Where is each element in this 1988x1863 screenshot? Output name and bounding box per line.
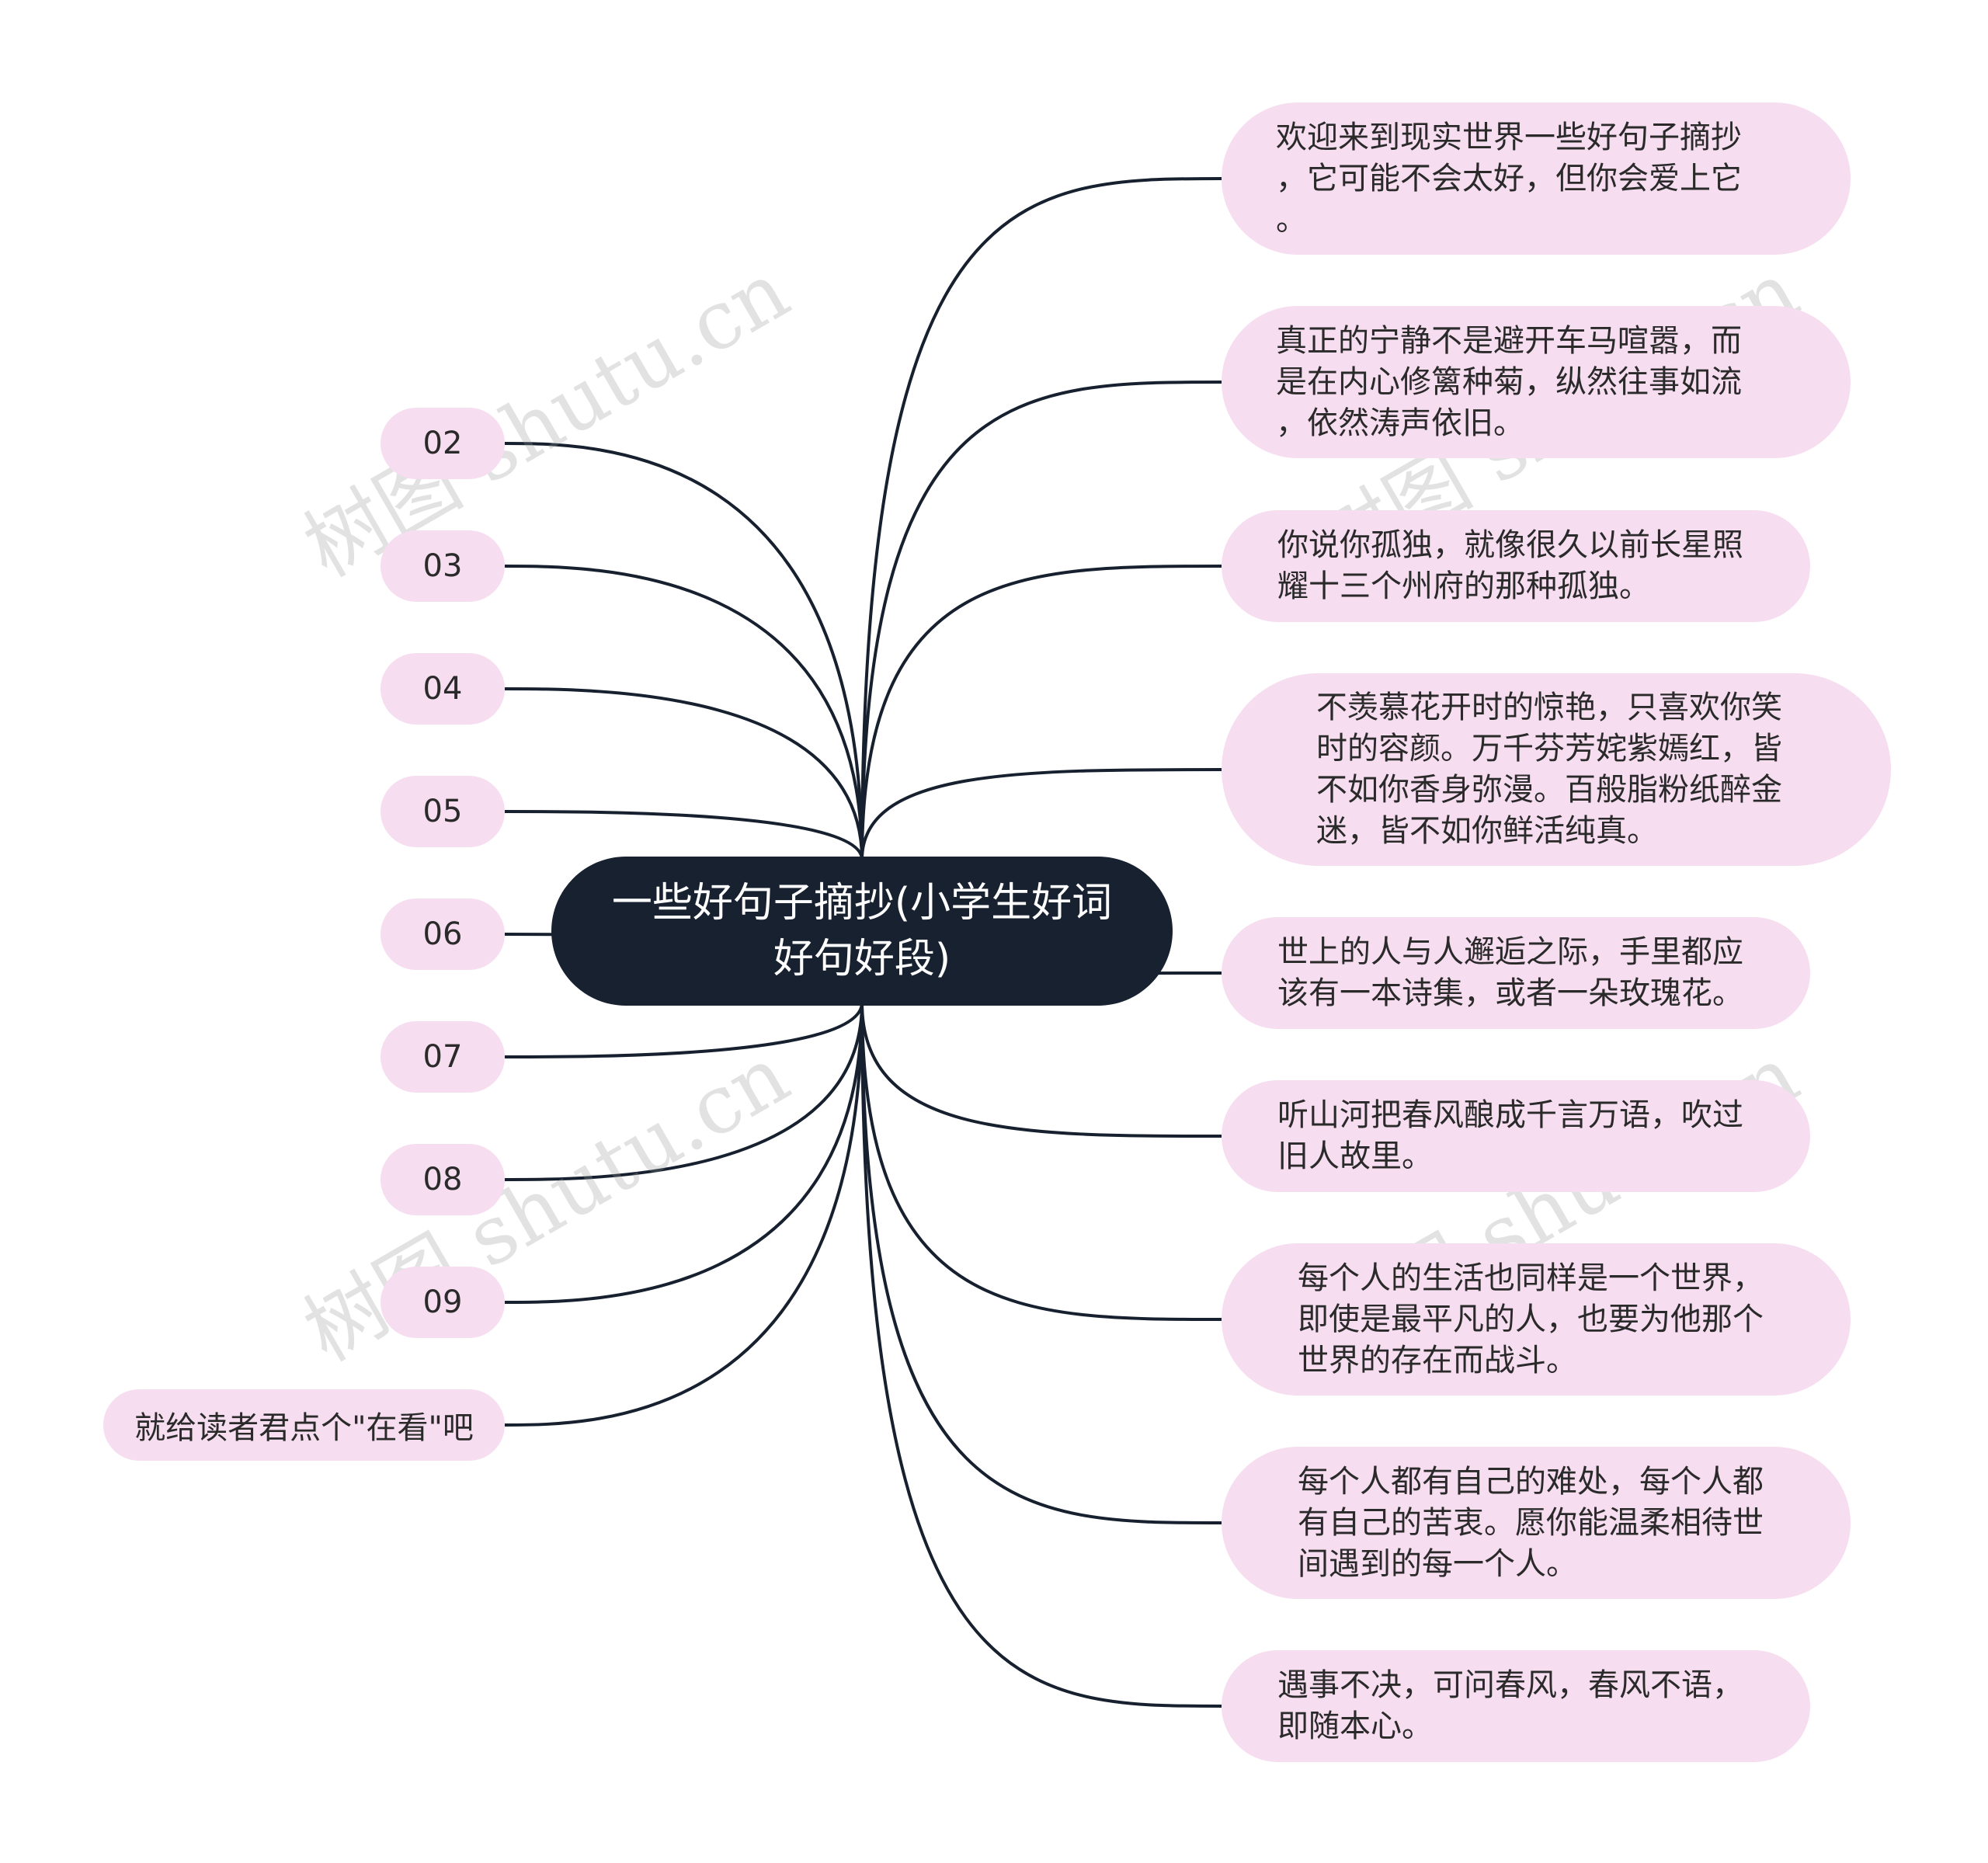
connector-right-2 <box>860 565 1222 860</box>
connector-left-8 <box>504 1002 864 1427</box>
left-node-read-prompt[interactable]: 就给读者君点个"在看"吧 <box>103 1389 505 1461</box>
left-node-07[interactable]: 07 <box>381 1021 505 1093</box>
right-node-3[interactable]: 你说你孤独，就像很久以前长星照 耀十三个州府的那种孤独。 <box>1222 510 1810 622</box>
left-node-03[interactable]: 03 <box>381 530 505 602</box>
left-node-02[interactable]: 02 <box>381 408 505 479</box>
node-label: 08 <box>422 1162 463 1197</box>
connector-right-3 <box>860 768 1222 860</box>
connector-right-0 <box>860 177 1222 860</box>
right-node-6[interactable]: 听山河把春风酿成千言万语，吹过 旧人故里。 <box>1222 1080 1810 1192</box>
node-label: 07 <box>422 1039 463 1075</box>
node-text: 真正的宁静不是避开车马喧嚣，而 是在内心修篱种菊，纵然往事如流 ，依然涛声依旧。 <box>1276 322 1742 441</box>
right-node-8[interactable]: 每个人都有自己的难处，每个人都 有自己的苦衷。愿你能温柔相待世 间遇到的每一个人… <box>1222 1447 1851 1599</box>
connector-right-6 <box>860 1002 1222 1321</box>
right-node-4[interactable]: 不羡慕花开时的惊艳，只喜欢你笑 时的容颜。万千芬芳姹紫嫣红，皆 不如你香身弥漫。… <box>1222 673 1891 866</box>
central-topic-label: 一些好句子摘抄(小学生好词好句好段) <box>611 880 1113 982</box>
node-label: 就给读者君点个"在看"吧 <box>134 1410 474 1446</box>
connector-right-5 <box>860 1002 1222 1138</box>
right-node-9[interactable]: 遇事不决，可问春风，春风不语， 即随本心。 <box>1222 1650 1810 1762</box>
connector-left-0 <box>504 442 864 860</box>
connector-right-1 <box>860 381 1222 860</box>
right-node-2[interactable]: 真正的宁静不是避开车马喧嚣，而 是在内心修篱种菊，纵然往事如流 ，依然涛声依旧。 <box>1222 306 1851 458</box>
node-text: 不羡慕花开时的惊艳，只喜欢你笑 时的容颜。万千芬芳姹紫嫣红，皆 不如你香身弥漫。… <box>1316 690 1782 849</box>
connector-left-3 <box>504 810 864 860</box>
left-node-08[interactable]: 08 <box>381 1144 505 1215</box>
connector-left-6 <box>504 1002 864 1181</box>
left-node-04[interactable]: 04 <box>381 653 505 725</box>
central-topic[interactable]: 一些好句子摘抄(小学生好词好句好段) <box>551 857 1173 1006</box>
node-label: 05 <box>422 794 463 829</box>
left-node-05[interactable]: 05 <box>381 776 505 847</box>
node-text: 遇事不决，可问春风，春风不语， 即随本心。 <box>1277 1667 1743 1744</box>
connector-right-7 <box>860 1002 1222 1524</box>
connector-right-8 <box>860 1002 1222 1708</box>
connector-left-7 <box>504 1002 864 1304</box>
connector-left-2 <box>504 687 864 860</box>
node-text: 欢迎来到现实世界一些好句子摘抄 ，它可能不会太好，但你会爱上它 。 <box>1276 119 1742 238</box>
connector-left-1 <box>504 565 864 860</box>
right-node-7[interactable]: 每个人的生活也同样是一个世界， 即使是最平凡的人，也要为他那个 世界的存在而战斗… <box>1222 1243 1851 1396</box>
node-text: 你说你孤独，就像很久以前长星照 耀十三个州府的那种孤独。 <box>1277 527 1743 604</box>
right-node-1[interactable]: 欢迎来到现实世界一些好句子摘抄 ，它可能不会太好，但你会爱上它 。 <box>1222 103 1851 255</box>
node-text: 每个人的生活也同样是一个世界， 即使是最平凡的人，也要为他那个 世界的存在而战斗… <box>1298 1260 1764 1378</box>
node-text: 每个人都有自己的难处，每个人都 有自己的苦衷。愿你能温柔相待世 间遇到的每一个人… <box>1298 1463 1764 1582</box>
left-node-09[interactable]: 09 <box>381 1267 505 1338</box>
right-node-5[interactable]: 世上的人与人邂逅之际，手里都应 该有一本诗集，或者一朵玫瑰花。 <box>1222 917 1810 1029</box>
node-text: 世上的人与人邂逅之际，手里都应 该有一本诗集，或者一朵玫瑰花。 <box>1277 934 1743 1011</box>
node-label: 03 <box>422 548 463 584</box>
node-label: 09 <box>422 1284 463 1320</box>
node-label: 06 <box>422 916 463 952</box>
left-node-06[interactable]: 06 <box>381 898 505 970</box>
node-text: 听山河把春风酿成千言万语，吹过 旧人故里。 <box>1277 1097 1743 1174</box>
node-label: 04 <box>422 671 463 707</box>
connector-left-5 <box>504 1002 864 1058</box>
node-label: 02 <box>422 426 463 461</box>
